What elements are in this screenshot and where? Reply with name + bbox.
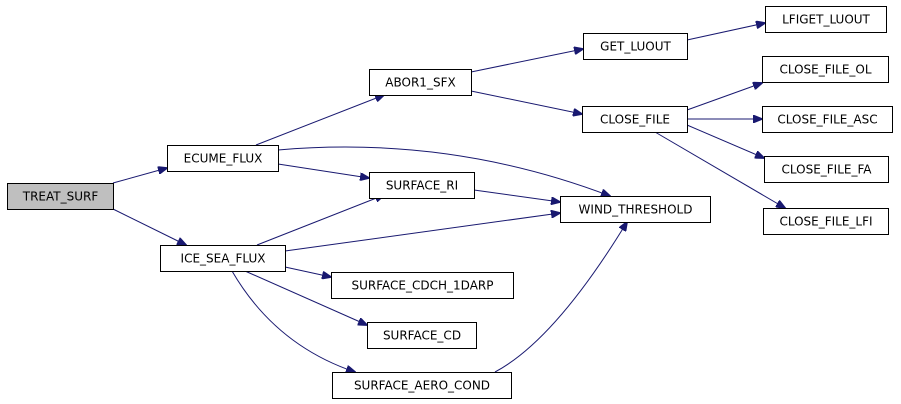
node-cflfi[interactable]: CLOSE_FILE_LFI xyxy=(763,208,889,235)
node-label: SURFACE_CDCH_1DARP xyxy=(352,279,494,293)
edge-treat-to-ice xyxy=(112,208,186,245)
node-label: CLOSE_FILE_FA xyxy=(782,163,873,177)
node-cfasc[interactable]: CLOSE_FILE_ASC xyxy=(762,106,893,133)
node-cffa[interactable]: CLOSE_FILE_FA xyxy=(764,156,889,183)
node-box[interactable] xyxy=(160,245,286,272)
node-cd[interactable]: SURFACE_CD xyxy=(367,322,477,349)
edge-closefile-to-cflfi xyxy=(654,131,785,208)
node-box[interactable] xyxy=(762,106,893,133)
edge-ice-to-wind xyxy=(284,213,560,252)
node-label: WIND_THRESHOLD xyxy=(579,203,693,217)
node-box[interactable] xyxy=(331,272,514,299)
node-box[interactable] xyxy=(762,56,889,83)
node-getluout[interactable]: GET_LUOUT xyxy=(583,33,688,60)
edge-abor-to-getluout xyxy=(470,49,583,73)
node-box[interactable] xyxy=(765,6,887,33)
node-box[interactable] xyxy=(764,156,889,183)
node-label: TREAT_SURF xyxy=(22,190,99,204)
node-box[interactable] xyxy=(7,183,114,210)
node-label: SURFACE_AERO_COND xyxy=(354,379,490,393)
node-label: CLOSE_FILE xyxy=(600,113,670,127)
node-ecume[interactable]: ECUME_FLUX xyxy=(167,145,279,172)
node-label: ABOR1_SFX xyxy=(385,76,455,90)
node-ice[interactable]: ICE_SEA_FLUX xyxy=(160,245,286,272)
node-box[interactable] xyxy=(583,33,688,60)
node-closefile[interactable]: CLOSE_FILE xyxy=(582,106,688,133)
node-abor[interactable]: ABOR1_SFX xyxy=(369,69,472,96)
node-box[interactable] xyxy=(167,145,279,172)
node-label: ICE_SEA_FLUX xyxy=(181,252,266,266)
edge-closefile-to-cfol xyxy=(686,83,762,111)
node-box[interactable] xyxy=(560,196,711,223)
edge-abor-to-closefile xyxy=(470,90,582,114)
edge-ice-to-cd xyxy=(244,270,367,325)
node-cdch[interactable]: SURFACE_CDCH_1DARP xyxy=(331,272,514,299)
edge-treat-to-ecume xyxy=(112,168,167,184)
node-label: GET_LUOUT xyxy=(600,40,671,54)
edge-ecume-to-wind xyxy=(277,146,610,196)
node-wind[interactable]: WIND_THRESHOLD xyxy=(560,196,711,223)
node-box[interactable] xyxy=(763,208,889,235)
node-lfiget[interactable]: LFIGET_LUOUT xyxy=(765,6,887,33)
node-label: CLOSE_FILE_ASC xyxy=(777,113,877,127)
node-cfol[interactable]: CLOSE_FILE_OL xyxy=(762,56,889,83)
edge-ice-to-cdch xyxy=(284,266,331,277)
node-layer: TREAT_SURF ECUME_FLUX ICE_SEA_FLUX ABOR1_SF… xyxy=(7,6,893,399)
edge-closefile-to-cffa xyxy=(686,124,764,158)
edge-ecume-to-abor xyxy=(255,95,384,146)
node-box[interactable] xyxy=(369,172,475,199)
node-box[interactable] xyxy=(332,372,512,399)
edge-getluout-to-lfiget xyxy=(686,23,765,41)
node-box[interactable] xyxy=(369,69,472,96)
node-label: SURFACE_RI xyxy=(386,179,458,193)
edge-ice-to-aero xyxy=(231,270,355,372)
edge-ecume-to-ri xyxy=(277,163,369,178)
edge-ice-to-ri xyxy=(256,195,384,246)
node-label: SURFACE_CD xyxy=(383,329,461,343)
node-aero[interactable]: SURFACE_AERO_COND xyxy=(332,372,512,399)
node-box[interactable] xyxy=(367,322,477,349)
node-treat[interactable]: TREAT_SURF xyxy=(7,183,114,210)
node-label: CLOSE_FILE_LFI xyxy=(779,215,872,229)
edge-ri-to-wind xyxy=(473,189,560,202)
node-box[interactable] xyxy=(582,106,688,133)
node-ri[interactable]: SURFACE_RI xyxy=(369,172,475,199)
edge-layer xyxy=(112,23,785,373)
edge-aero-to-wind xyxy=(494,222,627,373)
node-label: ECUME_FLUX xyxy=(184,152,263,166)
node-label: LFIGET_LUOUT xyxy=(782,13,870,27)
node-label: CLOSE_FILE_OL xyxy=(779,63,871,77)
